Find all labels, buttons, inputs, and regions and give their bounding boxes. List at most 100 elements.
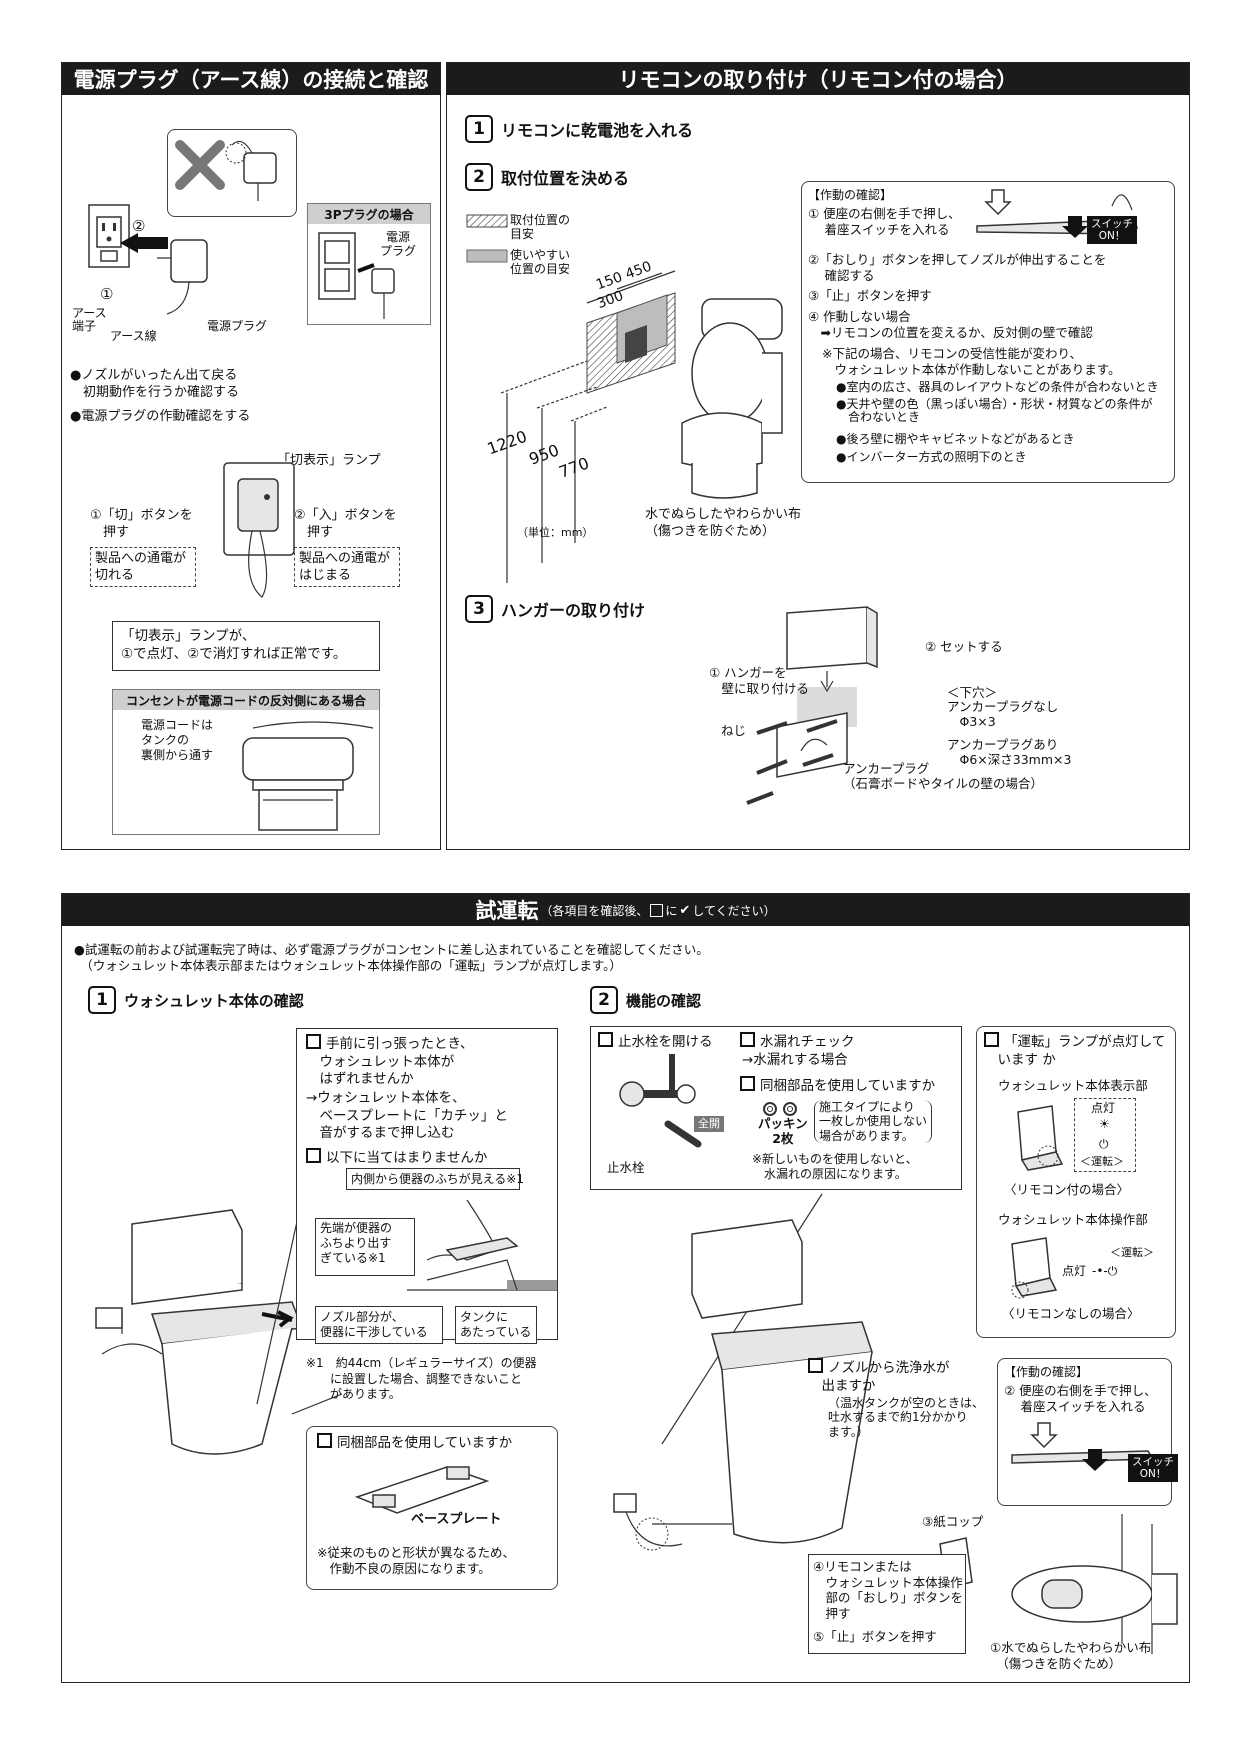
legend-hatch-label: 取付位置の 目安 xyxy=(510,213,571,242)
valve-illustration xyxy=(619,1054,702,1148)
on-result-box: 製品への通電が はじまる xyxy=(294,547,400,587)
with-remote-label: 〈リモコン付の場合〉 xyxy=(1004,1182,1130,1197)
checkbox-icon[interactable] xyxy=(808,1358,823,1373)
switch-on-label: スイッチ ON！ xyxy=(1087,216,1137,245)
display-part-label: ウォシュレット本体表示部 xyxy=(998,1078,1148,1093)
outlet-opposite-title: コンセントが電源コードの反対側にある場合 xyxy=(113,690,379,710)
washlet-toilet-illustration xyxy=(95,1209,304,1455)
step-title: 取付位置を決める xyxy=(501,169,630,188)
lamp-lit-icon-2: -•-⏻ xyxy=(1092,1264,1118,1278)
seat-press-icon-2 xyxy=(1011,1422,1155,1471)
operation-part-illustration xyxy=(1011,1237,1058,1299)
remote-step-1: 1 リモコンに乾電池を入れる xyxy=(465,115,693,143)
step-title: 機能の確認 xyxy=(626,991,702,1010)
check-4: ④ 作動しない場合 ➡リモコンの位置を変えるか、反対側の壁で確認 xyxy=(808,309,1093,340)
nozzle-hit-box: ノズル部分が、 便器に干渉している xyxy=(315,1306,443,1344)
bullet-plug-check: ●電源プラグの作動確認をする xyxy=(70,409,251,424)
lamp-check-box xyxy=(976,1026,1176,1338)
trial-header-note-pre: （各項目を確認後、 xyxy=(540,903,649,918)
off-button-text: ①「切」ボタンを 押す xyxy=(90,508,193,540)
lit-label-2: 点灯 xyxy=(1062,1264,1087,1278)
remote-panel: リモコンの取り付け（リモコン付の場合） 1 リモコンに乾電池を入れる 2 取付位… xyxy=(446,62,1190,850)
power-header: 電源プラグ（アース線）の接続と確認 xyxy=(62,63,440,95)
step-title: リモコンに乾電池を入れる xyxy=(501,121,694,140)
box-3p-plug: 3Pプラグの場合 xyxy=(307,203,431,325)
off-result-text: 製品への通電が 切れる xyxy=(95,551,187,583)
checkbox-icon[interactable] xyxy=(740,1076,755,1091)
trial-step-2: 2 機能の確認 xyxy=(590,986,701,1014)
check-list-3: ●後ろ壁に棚やキャビネットなどがあるとき xyxy=(836,432,1075,446)
parts-used-box: 同梱部品を使用していますか ベースプレート ※従来のものと形状が異なるため、 作… xyxy=(306,1426,558,1590)
without-remote-label: 〈リモコンなしの場合〉 xyxy=(1002,1306,1140,1321)
check-list-1: ●室内の広さ、器具のレイアウトなどの条件が合わないとき xyxy=(836,380,1159,394)
display-part-illustration xyxy=(1017,1105,1064,1171)
wall-dimension-diagram xyxy=(500,270,676,583)
tip-out-text: 先端が便器の ふちより出す ぎている※1 xyxy=(320,1221,393,1265)
check-title: 【作動の確認】 xyxy=(808,188,893,202)
x-mark-icon xyxy=(175,140,225,190)
outlet-icon xyxy=(88,204,130,268)
checkbox-icon[interactable] xyxy=(306,1034,321,1049)
step-number: 2 xyxy=(465,163,493,191)
checkmark-icon: ✔ xyxy=(679,902,691,918)
lit-label: 点灯 xyxy=(1091,1101,1116,1115)
toilet-illustration xyxy=(681,298,783,499)
remote-header: リモコンの取り付け（リモコン付の場合） xyxy=(447,63,1189,95)
pull-check-text: 手前に引っ張ったとき、 ウォシュレット本体が はずれませんか xyxy=(319,1036,474,1088)
normal-note-text: 「切表示」ランプが、 ①で点灯、②で消灯すれば正常です。 xyxy=(121,628,347,662)
run-label-2: ＜運転＞ xyxy=(1110,1246,1154,1259)
press-button-box: ④リモコンまたは ウォシュレット本体操作 部の「おしり」ボタンを 押す ⑤「止」… xyxy=(808,1554,966,1654)
leak-fix: →水漏れする場合 xyxy=(742,1052,848,1068)
inner-visible-text: 内側から便器のふちが見える※1 xyxy=(351,1172,524,1186)
trial-check-2: ② 便座の右側を手で押し、 着座スイッチを入れる xyxy=(1004,1383,1157,1414)
parts-used-2: 同梱部品を使用していますか xyxy=(740,1076,935,1096)
tip-out-box: 先端が便器の ふちより出す ぎている※1 xyxy=(315,1218,415,1276)
outlet-opposite-box: コンセントが電源コードの反対側にある場合 電源コードは タンクの 裏側から通す xyxy=(112,689,380,835)
step-title: ハンガーの取り付け xyxy=(501,601,646,620)
plug-3p-icon xyxy=(357,263,395,319)
label-earth-wire: アース線 xyxy=(110,329,157,343)
trial-switch-on: スイッチ ON！ xyxy=(1128,1454,1178,1483)
step-number: 1 xyxy=(88,986,116,1014)
trial-check-box: 【作動の確認】 ② 便座の右側を手で押し、 着座スイッチを入れる xyxy=(997,1358,1172,1506)
checkbox-icon[interactable] xyxy=(984,1032,999,1047)
packing-label: パッキン 2枚 xyxy=(758,1116,808,1146)
parts-used: 同梱部品を使用していますか xyxy=(317,1433,512,1453)
tank-hit-box: タンクに あたっている xyxy=(455,1306,537,1344)
legend-gray-swatch xyxy=(466,249,508,263)
box-3p-title: 3Pプラグの場合 xyxy=(308,204,430,224)
arrow-icon xyxy=(120,233,168,253)
base-plate-label: ベースプレート xyxy=(411,1512,502,1527)
note-1: ※1 約44cm（レギュラーサイズ）の便器 に設置した場合、調整できないこと が… xyxy=(306,1356,537,1402)
packing-icon xyxy=(763,1102,797,1116)
run-label: ＜運転＞ xyxy=(1080,1155,1124,1168)
adapter-plug-icon xyxy=(157,239,208,315)
pull-fix: →ウォシュレット本体を、 ベースプレートに「カチッ」と 音がするまで押し込む xyxy=(306,1090,508,1142)
outlet-opposite-text: 電源コードは タンクの 裏側から通す xyxy=(141,718,214,762)
nozzle-hit-text: ノズル部分が、 便器に干渉している xyxy=(320,1310,428,1339)
not-touch: 以下に当てはまりませんか xyxy=(306,1148,487,1168)
unit-label: （単位：mm） xyxy=(517,526,594,539)
anchor-plug-label: アンカープラグ （石膏ボードやタイルの壁の場合） xyxy=(843,761,1044,791)
outlet-3p-icon xyxy=(318,232,356,300)
label-earth-terminal: アース 端子 xyxy=(72,306,107,334)
checkbox-icon[interactable] xyxy=(598,1032,613,1047)
checkbox-icon[interactable] xyxy=(317,1433,332,1448)
packing-warn: ※新しいものを使用しないと、 水漏れの原因になります。 xyxy=(752,1152,918,1181)
checkbox-icon[interactable] xyxy=(740,1032,755,1047)
box-3p-plug-label: 電源 プラグ xyxy=(380,230,417,259)
anchor-yes-label: アンカープラグあり Φ6×深さ33mm×3 xyxy=(947,737,1072,767)
display-lamp-box: 点灯 ☀ ⏻ ＜運転＞ xyxy=(1074,1098,1136,1172)
normal-note-box: 「切表示」ランプが、 ①で点灯、②で消灯すれば正常です。 xyxy=(112,621,380,671)
remote-step-3: 3 ハンガーの取り付け xyxy=(465,595,645,623)
adapter-icon xyxy=(225,140,277,201)
inner-visible-box: 内側から便器のふちが見える※1 xyxy=(346,1168,524,1190)
trial-intro: ●試運転の前および試運転完了時は、必ず電源プラグがコンセントに差し込まれているこ… xyxy=(74,942,709,974)
open-valve-text: 止水栓を開ける xyxy=(618,1034,713,1050)
checkbox-icon xyxy=(650,903,664,917)
checkbox-icon[interactable] xyxy=(306,1148,321,1163)
on-result-text: 製品への通電が はじまる xyxy=(299,551,391,583)
screw-label: ねじ xyxy=(721,723,747,738)
power-panel: 電源プラグ（アース線）の接続と確認 ② ① アース 端子 アース線 電源プラグ … xyxy=(61,62,441,850)
washlet-nozzle-illustration xyxy=(1011,1514,1178,1654)
